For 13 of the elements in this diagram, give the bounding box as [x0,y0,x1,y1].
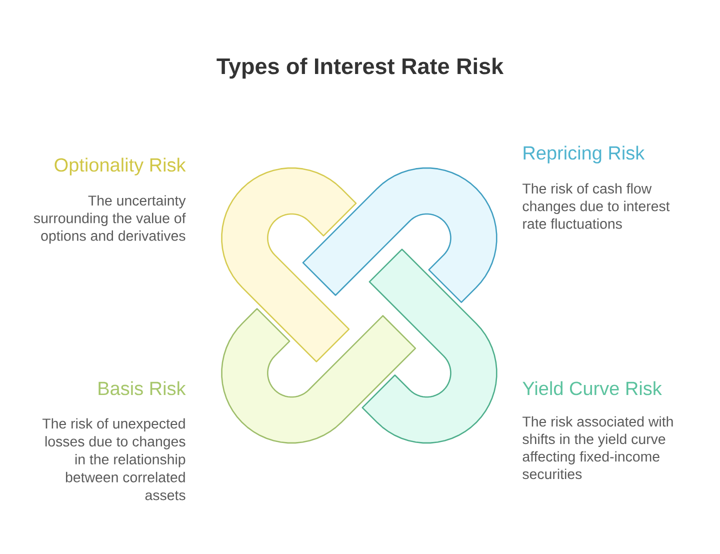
description: The uncertainty surrounding the value of options and derivatives [34,195,186,244]
hook-shape [302,167,498,303]
hook-shape [221,167,357,362]
heading: Yield Curve Risk [522,381,662,396]
title: Types of Interest Rate Risk [216,58,504,79]
hook-shape [221,308,416,444]
heading: Optionality Risk [54,158,186,176]
heading: Basis Risk [98,381,186,396]
description: The risk of unexpected losses due to changes in the relationship between correlated assets [42,418,186,500]
description: The risk of cash flow changes due to interest rate fluctuations [522,183,670,229]
heading: Repricing Risk [524,146,645,164]
description: The risk associated with shifts in the yield curve affecting fixed-income securities [522,416,673,480]
hook-shape [362,248,498,444]
